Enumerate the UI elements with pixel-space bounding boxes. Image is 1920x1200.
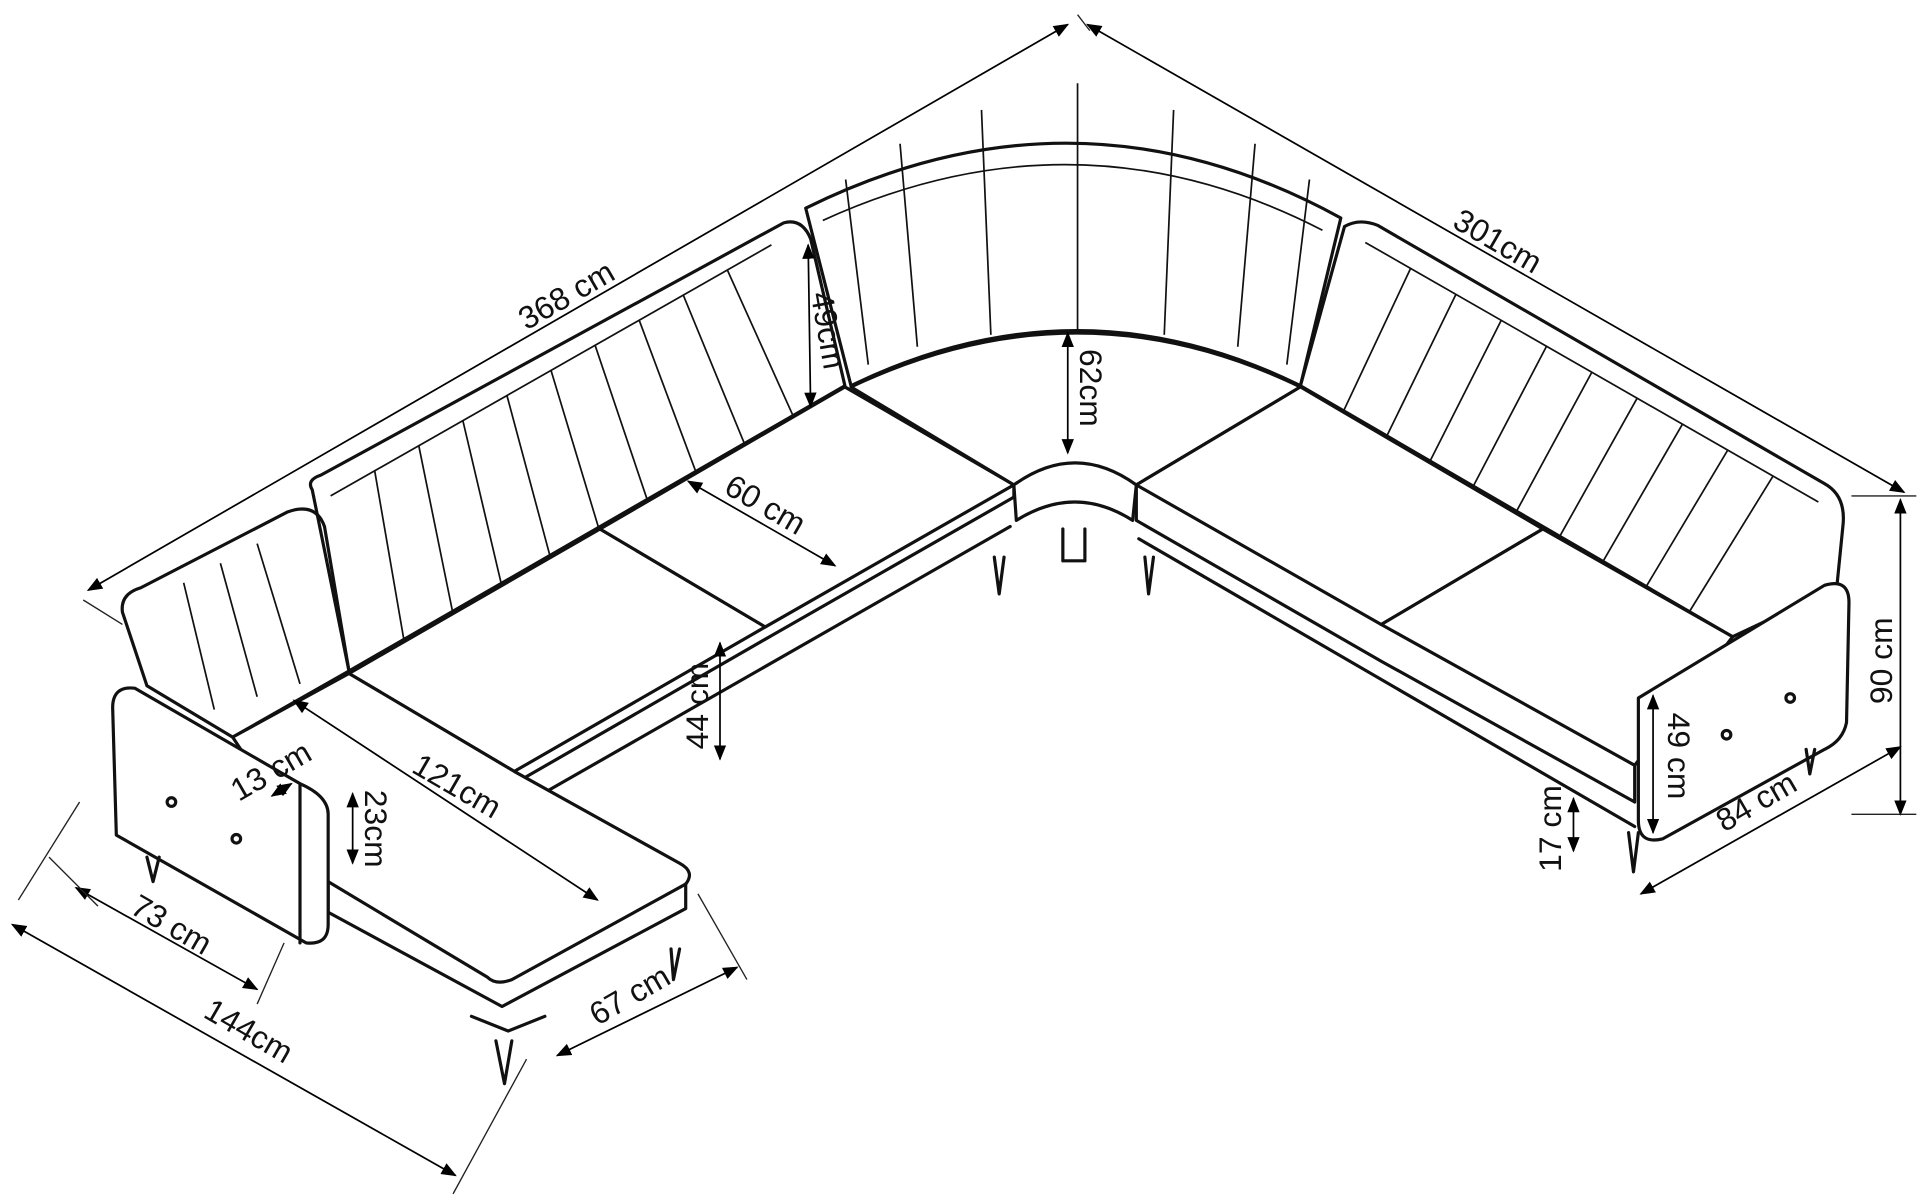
stitch-line xyxy=(1645,449,1729,587)
stitch-line xyxy=(550,370,600,529)
stitch-line xyxy=(980,109,992,335)
label-44: 44 cm xyxy=(679,663,715,750)
stitch-line xyxy=(1285,179,1311,365)
stitch-line xyxy=(594,345,649,501)
stitch-line xyxy=(682,294,746,446)
stitch-line xyxy=(506,395,551,557)
dimension-lines xyxy=(10,14,1917,1195)
stitch-line xyxy=(417,445,454,612)
label-301: 301cm xyxy=(1448,201,1549,280)
stitch-line xyxy=(1515,371,1593,512)
label-23: 23cm xyxy=(358,790,394,868)
stitch-line xyxy=(638,319,698,474)
label-62: 62cm xyxy=(1073,349,1109,427)
stitch-line xyxy=(1688,475,1774,613)
stitch-line xyxy=(1559,397,1638,537)
stitch-line xyxy=(1342,268,1412,412)
sofa-drawing xyxy=(111,83,1851,1086)
stitch-line xyxy=(373,470,405,640)
stitch-line xyxy=(1472,345,1548,487)
label-17: 17 cm xyxy=(1532,785,1568,872)
label-368: 368 cm xyxy=(512,253,620,336)
stitch-line xyxy=(1386,293,1457,437)
stitch-line xyxy=(726,269,795,418)
label-73: 73 cm xyxy=(125,887,218,962)
stitch-line xyxy=(1602,423,1684,562)
label-49-arm: 49 cm xyxy=(1661,713,1697,800)
stitch-line xyxy=(182,582,216,710)
stitch-line xyxy=(844,179,870,365)
stitch-line xyxy=(1429,319,1502,462)
stitch-line xyxy=(256,543,301,685)
label-67: 67 cm xyxy=(583,958,676,1033)
label-49-back: 49cm xyxy=(804,289,853,372)
legs xyxy=(145,555,1817,1086)
stitch-line xyxy=(219,563,258,697)
stitch-line xyxy=(899,143,919,347)
stitch-line xyxy=(1163,109,1175,335)
stitch-line xyxy=(462,420,503,585)
label-90: 90 cm xyxy=(1863,617,1899,704)
